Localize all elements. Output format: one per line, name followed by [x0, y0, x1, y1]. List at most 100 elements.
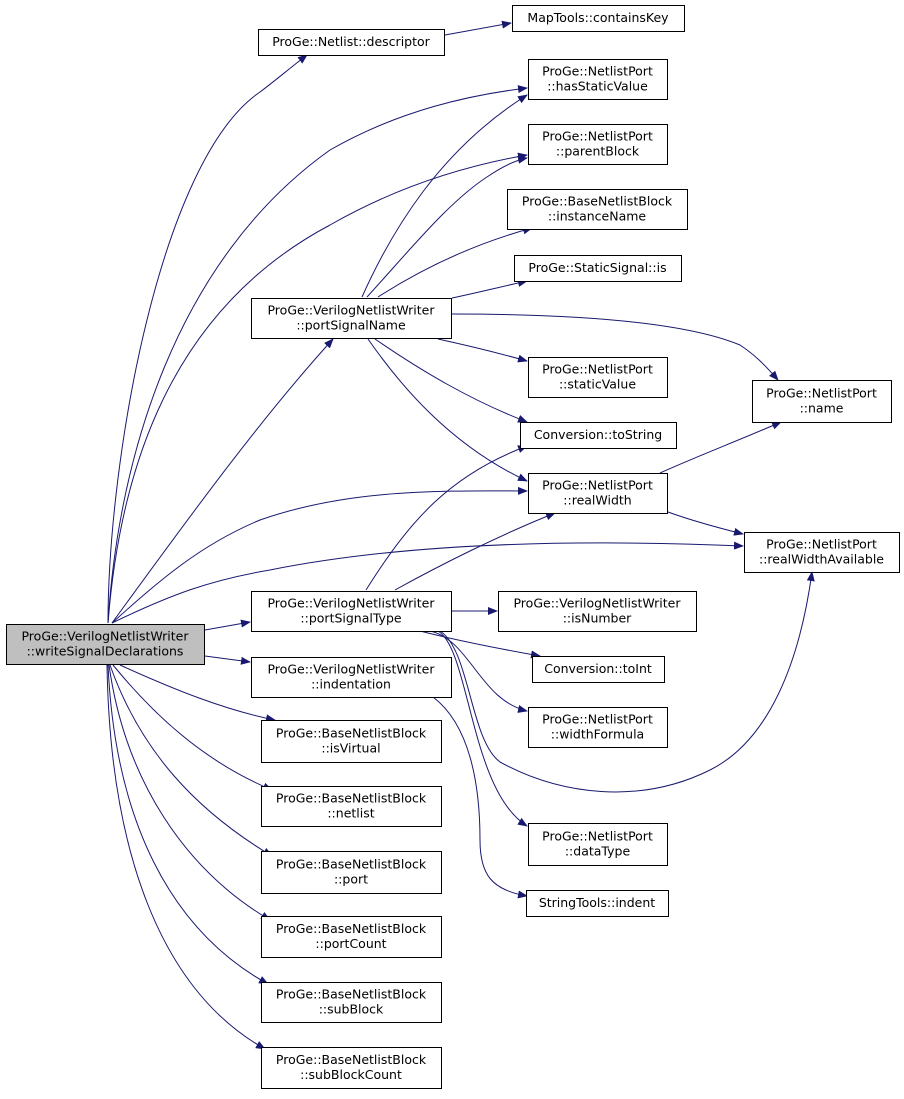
node-label-line: ::hasStaticValue [547, 79, 648, 94]
node-portSignalType[interactable]: ProGe::VerilogNetlistWriter::portSignalT… [251, 591, 452, 632]
node-label-line: ProGe::NetlistPort [766, 386, 877, 401]
edge-indentation-to-indent [432, 696, 528, 899]
node-label-line: ::subBlockCount [300, 1067, 402, 1082]
node-label-line: ProGe::BaseNetlistBlock [276, 921, 427, 936]
node-indentation[interactable]: ProGe::VerilogNetlistWriter::indentation [251, 657, 452, 698]
node-toInt[interactable]: Conversion::toInt [532, 656, 665, 683]
edge-root-to-indentation [204, 655, 251, 665]
node-label-line: Conversion::toString [534, 427, 662, 442]
node-toString[interactable]: Conversion::toString [520, 422, 677, 449]
node-box [526, 890, 669, 917]
node-name[interactable]: ProGe::NetlistPort::name [752, 380, 892, 423]
node-label-line: ::instanceName [548, 209, 647, 224]
edge-portSignalType-to-realWidth [394, 512, 556, 591]
node-root[interactable]: ProGe::VerilogNetlistWriter::writeSignal… [6, 624, 205, 665]
node-label-line: ProGe::BaseNetlistBlock [276, 987, 427, 1002]
edge-portSignalType-to-dataType [437, 630, 528, 827]
nodes-layer: ProGe::VerilogNetlistWriter::writeSignal… [6, 5, 900, 1089]
node-box [507, 189, 688, 230]
edge-portSignalName-to-instanceName [377, 226, 533, 298]
edge-portSignalName-to-name [451, 313, 779, 381]
node-label-line: ProGe::Netlist::descriptor [272, 34, 430, 49]
node-box [251, 298, 452, 339]
node-box [528, 473, 668, 514]
node-hasStaticValue[interactable]: ProGe::NetlistPort::hasStaticValue [528, 59, 668, 100]
node-box [528, 823, 668, 866]
node-label-line: ProGe::NetlistPort [542, 829, 653, 844]
node-box [261, 851, 442, 894]
node-label-line: ProGe::BaseNetlistBlock [276, 726, 427, 741]
node-label-line: ::staticValue [559, 377, 636, 392]
node-portSignalName[interactable]: ProGe::VerilogNetlistWriter::portSignalN… [251, 298, 452, 339]
edge-realWidth-to-name [659, 421, 782, 474]
edge-portSignalName-to-realWidth [367, 338, 528, 482]
node-containsKey[interactable]: MapTools::containsKey [512, 5, 685, 32]
node-box [532, 656, 665, 683]
node-box [261, 786, 442, 827]
edge-root-to-descriptor [107, 54, 308, 624]
node-isVirtual[interactable]: ProGe::BaseNetlistBlock::isVirtual [261, 720, 442, 763]
node-box [528, 59, 668, 100]
node-label-line: ProGe::VerilogNetlistWriter [267, 662, 435, 677]
node-label-line: ::port [334, 872, 368, 887]
node-staticSignalIs[interactable]: ProGe::StaticSignal::is [514, 255, 682, 282]
node-label-line: ProGe::VerilogNetlistWriter [267, 596, 435, 611]
node-label-line: ProGe::StaticSignal::is [528, 260, 666, 275]
node-staticValue[interactable]: ProGe::NetlistPort::staticValue [528, 357, 668, 398]
edge-root-to-isVirtual [119, 664, 276, 723]
edge-root-to-netlist [112, 664, 273, 791]
edge-root-to-portCount [108, 664, 271, 921]
edge-root-to-realWidthAvailable [111, 541, 744, 624]
node-widthFormula[interactable]: ProGe::NetlistPort::widthFormula [528, 707, 668, 748]
node-isNumber[interactable]: ProGe::VerilogNetlistWriter::isNumber [498, 591, 697, 632]
node-descriptor[interactable]: ProGe::Netlist::descriptor [258, 29, 445, 56]
node-label-line: ::writeSignalDeclarations [27, 644, 184, 659]
edge-portSignalName-to-parentBlock [366, 155, 528, 298]
node-label-line: ::name [800, 401, 844, 416]
node-label-line: ::realWidth [563, 493, 631, 508]
node-box [528, 357, 668, 398]
node-label-line: MapTools::containsKey [527, 10, 669, 25]
node-label-line: ::widthFormula [551, 727, 644, 742]
node-instanceName[interactable]: ProGe::BaseNetlistBlock::instanceName [507, 189, 688, 230]
node-box [261, 982, 442, 1023]
node-box [514, 255, 682, 282]
node-box [752, 380, 892, 423]
node-label-line: ProGe::VerilogNetlistWriter [21, 629, 189, 644]
node-label-line: ProGe::BaseNetlistBlock [276, 857, 427, 872]
node-port[interactable]: ProGe::BaseNetlistBlock::port [261, 851, 442, 894]
edge-portSignalName-to-toString [374, 338, 528, 423]
node-netlist[interactable]: ProGe::BaseNetlistBlock::netlist [261, 786, 442, 827]
node-dataType[interactable]: ProGe::NetlistPort::dataType [528, 823, 668, 866]
node-label-line: ::dataType [565, 844, 631, 859]
edge-portSignalName-to-staticSignalIs [451, 279, 528, 299]
edge-descriptor-to-containsKey [444, 20, 512, 36]
node-label-line: ProGe::BaseNetlistBlock [276, 791, 427, 806]
node-box [744, 532, 900, 573]
node-box [261, 1047, 442, 1089]
node-subBlock[interactable]: ProGe::BaseNetlistBlock::subBlock [261, 982, 442, 1023]
node-box [528, 707, 668, 748]
node-portCount[interactable]: ProGe::BaseNetlistBlock::portCount [261, 916, 442, 958]
node-parentBlock[interactable]: ProGe::NetlistPort::parentBlock [528, 124, 668, 165]
node-label-line: ::portSignalType [300, 611, 401, 626]
node-label-line: ::realWidthAvailable [759, 552, 884, 567]
node-label-line: ::indentation [311, 677, 391, 692]
node-label-line: ::isNumber [563, 611, 632, 626]
node-label-line: Conversion::toInt [544, 661, 652, 676]
node-box [251, 657, 452, 698]
edge-portSignalName-to-staticValue [437, 338, 528, 363]
node-label-line: ProGe::NetlistPort [542, 712, 653, 727]
node-realWidthAvailable[interactable]: ProGe::NetlistPort::realWidthAvailable [744, 532, 900, 573]
edge-realWidth-to-realWidthAvailable [667, 511, 744, 536]
edge-root-to-subBlockCount [106, 664, 266, 1050]
node-realWidth[interactable]: ProGe::NetlistPort::realWidth [528, 473, 668, 514]
node-label-line: ProGe::NetlistPort [542, 478, 653, 493]
edge-portSignalType-to-toString [365, 445, 528, 591]
node-indent[interactable]: StringTools::indent [526, 890, 669, 917]
edge-root-to-hasStaticValue [107, 85, 528, 624]
node-label-line: ProGe::BaseNetlistBlock [276, 1052, 427, 1067]
node-subBlockCount[interactable]: ProGe::BaseNetlistBlock::subBlockCount [261, 1047, 442, 1089]
node-label-line: ::subBlock [319, 1002, 384, 1017]
